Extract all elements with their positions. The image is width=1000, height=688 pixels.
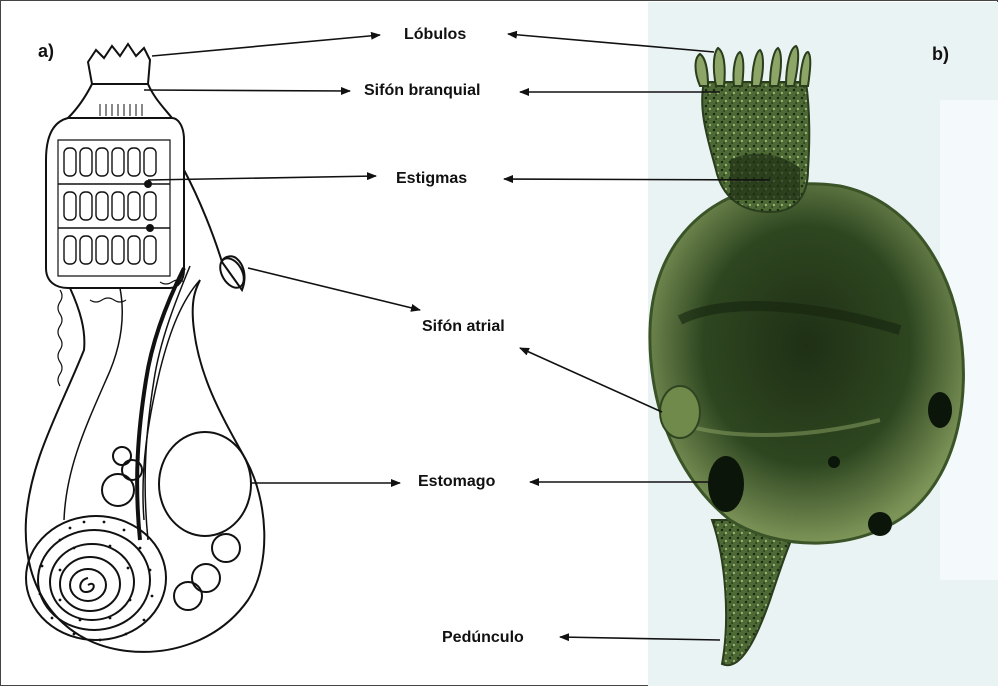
- arrow-estigmas-right: [504, 179, 770, 180]
- label-pedunculo: Pedúnculo: [442, 629, 524, 647]
- arrow-sifon-atrial-right: [520, 348, 662, 412]
- label-sifon-branquial: Sifón branquial: [364, 82, 480, 100]
- arrow-lobulos-right: [508, 34, 714, 52]
- arrow-pedunculo: [560, 637, 720, 640]
- label-estigmas: Estigmas: [396, 170, 467, 188]
- ascidian-drawing: [26, 44, 265, 652]
- drawing-pharynx: [46, 118, 184, 288]
- ascidian-photo: [650, 46, 964, 665]
- drawing-branchial-siphon: [68, 84, 172, 118]
- arrow-sifon-branquial-left: [144, 90, 350, 91]
- label-sifon-atrial: Sifón atrial: [422, 318, 505, 336]
- photo-body: [650, 184, 964, 543]
- drawing-gonad-spiral: [26, 516, 166, 640]
- label-lobulos: Lóbulos: [404, 26, 466, 44]
- drawing-lobes: [88, 44, 150, 84]
- label-estomago: Estomago: [418, 473, 495, 491]
- panel-b-tag: b): [932, 44, 949, 65]
- arrow-sifon-atrial-left: [248, 268, 420, 310]
- drawing-atrial-siphon: [184, 170, 244, 290]
- drawing-stomach: [159, 432, 251, 536]
- arrow-lobulos-left: [152, 35, 380, 56]
- drawing-stigmata: [58, 148, 170, 264]
- arrow-estigmas-left: [148, 176, 376, 180]
- panel-a-tag: a): [38, 41, 54, 62]
